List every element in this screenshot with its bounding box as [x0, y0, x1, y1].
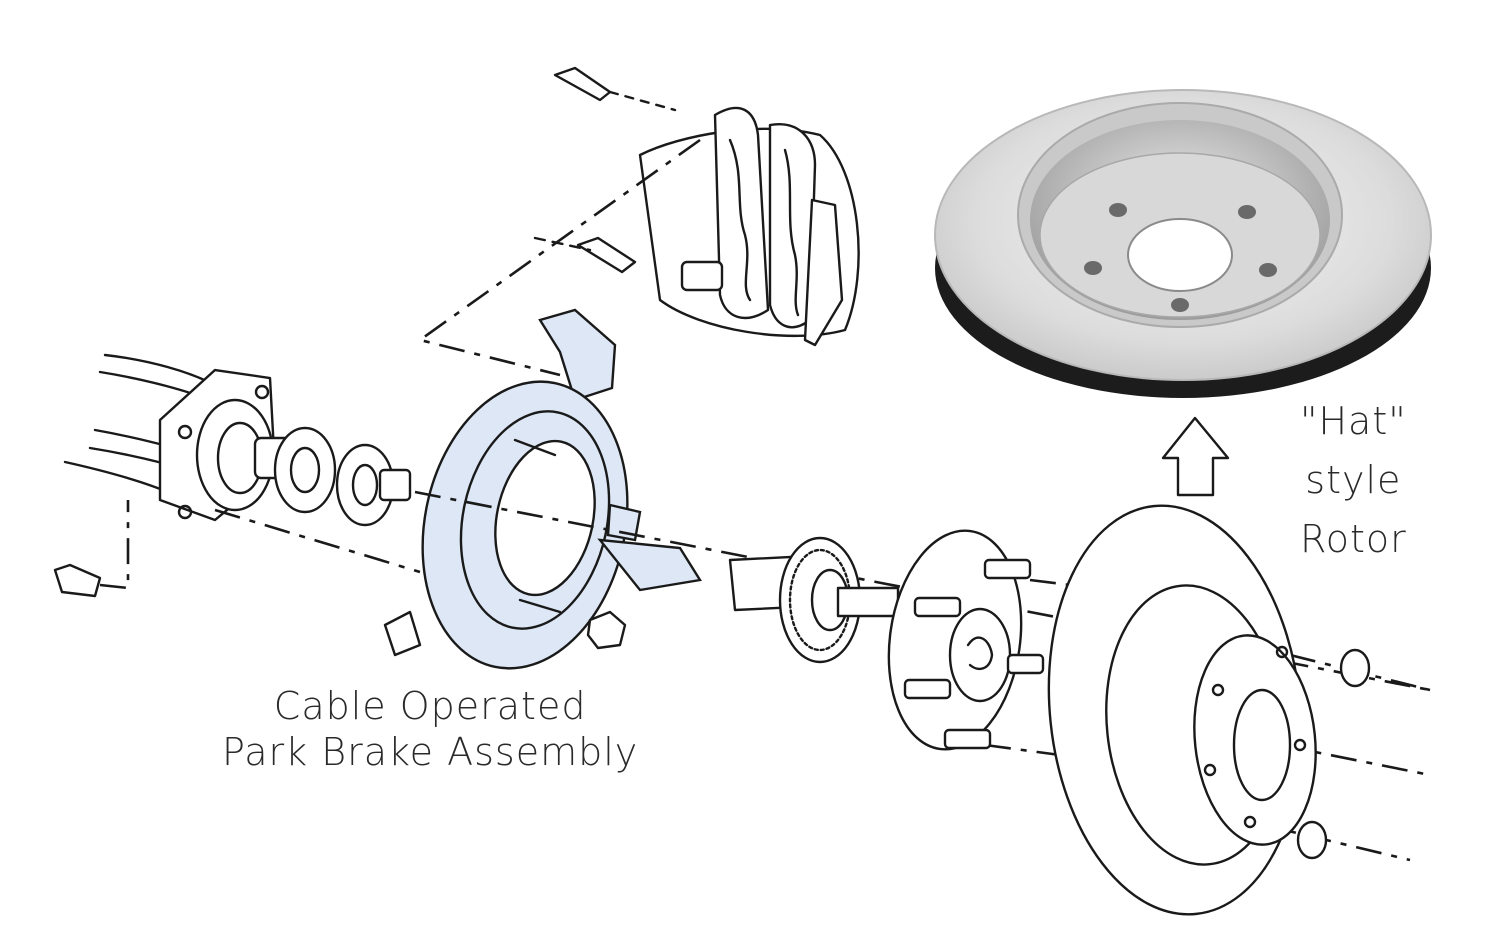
brake-caliper: [533, 66, 860, 347]
hat-rotor-label: "Hat" style Rotor: [1300, 392, 1407, 569]
hat-style-rotor-image: [934, 89, 1432, 398]
wheel-hub: [887, 529, 1045, 751]
up-arrow-icon: [1161, 416, 1230, 497]
mounting-bolt: [53, 500, 130, 598]
park-brake-label-line-1: Cable Operated: [273, 684, 587, 728]
hat-rotor-label-line-1: "Hat": [1300, 399, 1407, 443]
park-brake-label: Cable Operated Park Brake Assembly: [222, 684, 638, 775]
park-brake-label-line-2: Park Brake Assembly: [222, 729, 639, 774]
park-brake-assembly: [383, 308, 702, 670]
disc-rotor-line-art: [1047, 504, 1371, 916]
hat-rotor-label-line-2: style: [1305, 457, 1402, 502]
axle-housing: [63, 353, 277, 522]
hat-rotor-label-line-3: Rotor: [1300, 516, 1407, 561]
axle-shaft: [728, 536, 900, 664]
axle-bearings: [253, 426, 412, 527]
